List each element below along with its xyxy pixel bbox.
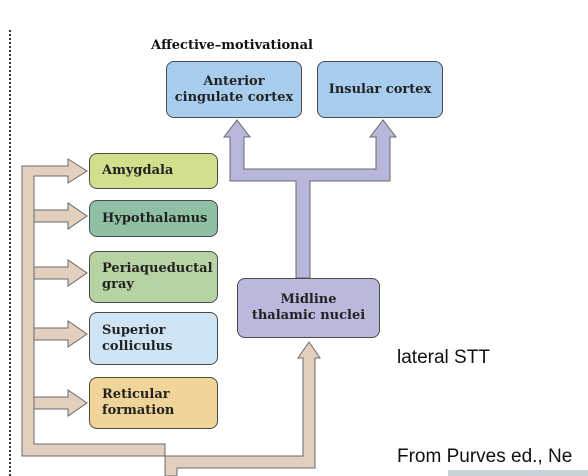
- source-citation: From Purves ed., Ne: [397, 446, 573, 467]
- tan-branch-reticular: [33, 389, 88, 417]
- superior-colliculus-label: Superior colliculus: [102, 322, 173, 354]
- reticular-formation-label: Reticular formation: [102, 387, 175, 418]
- affective-motivational-heading: Affective–motivational: [151, 38, 313, 53]
- insular-cortex-box: Insular cortex: [317, 61, 443, 118]
- tan-arrow-system: [164, 341, 321, 476]
- periaqueductal-gray-box: Periaqueductal gray: [89, 251, 218, 303]
- superior-colliculus-box: Superior colliculus: [89, 312, 218, 365]
- anterior-cingulate-cortex-box: Anterior cingulate cortex: [166, 61, 302, 118]
- periaqueductal-gray-label: Periaqueductal gray: [102, 261, 213, 292]
- amygdala-label: Amygdala: [102, 163, 174, 178]
- tan-branch-hypothalamus: [33, 202, 88, 230]
- insular-cortex-label: Insular cortex: [328, 81, 432, 97]
- tan-branch-colliculus: [33, 320, 88, 348]
- reticular-formation-box: Reticular formation: [89, 377, 218, 429]
- midline-thalamic-nuclei-label: Midline thalamic nuclei: [251, 292, 366, 323]
- dotted-divider: [9, 30, 11, 476]
- tan-branch-periaqueductal: [33, 259, 88, 287]
- anterior-cingulate-cortex-label: Anterior cingulate cortex: [174, 73, 294, 105]
- lavender-arrow-system: [222, 119, 398, 279]
- amygdala-box: Amygdala: [89, 153, 218, 189]
- midline-thalamic-nuclei-box: Midline thalamic nuclei: [237, 278, 380, 338]
- slide-footer-strip: [448, 470, 588, 476]
- tan-trunk: [21, 158, 166, 457]
- lateral-stt-label: lateral STT: [397, 347, 490, 368]
- hypothalamus-box: Hypothalamus: [89, 200, 218, 237]
- hypothalamus-label: Hypothalamus: [102, 210, 208, 226]
